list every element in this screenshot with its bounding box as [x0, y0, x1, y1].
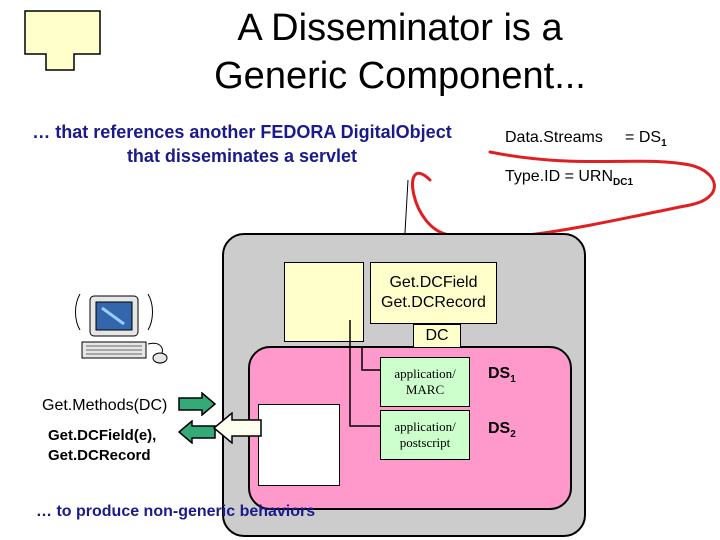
title-line-1: A Disseminator is a [237, 7, 563, 49]
dc-methods-box: Get.DCField Get.DCRecord [370, 262, 497, 324]
mime-type-postscript: application/ postscript [380, 410, 470, 460]
ds1-subscript: 1 [510, 374, 516, 386]
mime-type-marc: application/ MARC [380, 357, 470, 407]
white-left-arrow-icon [212, 412, 262, 444]
mime-1-line-2: MARC [405, 382, 445, 397]
mime-1-line-1: application/ [394, 366, 456, 381]
get-dcfield-label: Get.DCField(e), Get.DCRecord [48, 426, 156, 466]
placeholder-box-bottom [258, 404, 340, 486]
get-methods-label: Get.Methods(DC) [42, 397, 168, 414]
title-line-2: Generic Component... [214, 55, 586, 97]
green-right-arrow-icon [178, 392, 216, 416]
ds1-text: DS [488, 365, 511, 382]
dc-method-getdcfield: Get.DCField [389, 274, 478, 291]
computer-icon [75, 293, 168, 364]
datastreams-label: Data.Streams [505, 129, 603, 146]
connector-lines [349, 320, 380, 427]
mime-2-line-2: postscript [399, 435, 451, 450]
subtitle-line-1: … that references another FEDORA Digital… [32, 122, 452, 142]
mime-2-line-1: application/ [394, 419, 456, 434]
dc-method-getdcrecord: Get.DCRecord [381, 294, 486, 311]
subtitle-line-2: that disseminates a servlet [126, 146, 358, 166]
get-dcfield-line-2: Get.DCRecord [48, 447, 151, 464]
typeid-equation: Type.ID = URNDC1 [505, 168, 633, 188]
ds2-text: DS [488, 420, 511, 437]
dc-label-box: DC [413, 324, 461, 348]
ds1-label: DS1 [488, 365, 516, 385]
datastreams-subscript: 1 [661, 138, 667, 150]
datastreams-value: = DS [625, 129, 662, 146]
subtitle: … that references another FEDORA Digital… [0, 120, 484, 168]
produce-caption: … to produce non-generic behaviors [36, 503, 316, 520]
ds2-subscript: 2 [510, 429, 516, 441]
datastreams-equation: Data.Streams = DS1 [505, 129, 667, 149]
ds2-label: DS2 [488, 420, 516, 440]
get-dcfield-line-1: Get.DCField(e), [48, 427, 157, 444]
typeid-label: Type.ID = URN [505, 168, 614, 185]
typeid-subscript: DC1 [613, 177, 634, 189]
page-title: A Disseminator is a Generic Component... [120, 4, 680, 100]
red-annotation-curve [403, 150, 716, 250]
document-icon [24, 10, 101, 71]
dc-label: DC [425, 327, 449, 344]
green-left-arrow-icon [178, 420, 216, 444]
